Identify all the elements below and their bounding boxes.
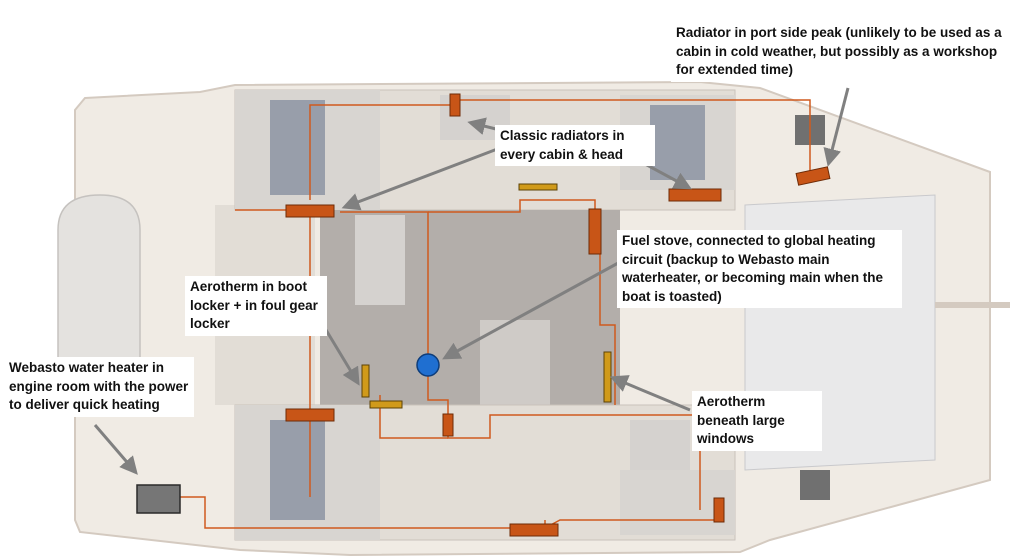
arrow-fuel-stove <box>442 260 621 360</box>
aerotherm-icon <box>369 400 403 409</box>
port-aft-bed <box>270 100 325 195</box>
callout-aerotherm-windows: Aerotherm beneath large windows <box>692 391 822 451</box>
callout-fuel-stove: Fuel stove, connected to global heating … <box>617 230 902 308</box>
starboard-head <box>630 420 690 470</box>
radiator-icon <box>509 523 559 537</box>
port-fwd-bed <box>650 105 705 180</box>
starboard-peak-hatch <box>800 470 830 500</box>
arrow-webasto <box>93 424 138 475</box>
aerotherm-icon <box>361 364 370 398</box>
callout-arrows <box>93 87 850 475</box>
galley <box>355 215 405 305</box>
radiator-icon <box>285 204 335 218</box>
saloon-table <box>480 320 550 410</box>
aerotherm-icon <box>603 351 612 403</box>
radiator-icon <box>449 93 461 117</box>
callout-classic-radiators: Classic radiators in every cabin & head <box>495 125 655 166</box>
arrow-classic-radiators-left <box>341 146 501 211</box>
radiator-icon <box>285 408 335 422</box>
callout-port-peak: Radiator in port side peak (unlikely to … <box>671 22 1016 82</box>
radiator-icon <box>713 497 725 523</box>
water-heater-icon <box>136 484 181 514</box>
radiator-icon <box>795 166 831 186</box>
callout-aerotherm-boot: Aerotherm in boot locker + in foul gear … <box>185 276 327 336</box>
aerotherm-icon <box>518 183 558 191</box>
radiator-icon <box>668 188 722 202</box>
fuel-stove-icon <box>416 353 440 377</box>
arrow-aerotherm-windows <box>609 375 691 412</box>
radiator-icon <box>588 208 602 255</box>
radiator-icon <box>442 413 454 437</box>
starboard-aft-bed <box>270 420 325 520</box>
callout-webasto: Webasto water heater in engine room with… <box>4 357 194 417</box>
arrow-port-peak <box>823 87 850 167</box>
